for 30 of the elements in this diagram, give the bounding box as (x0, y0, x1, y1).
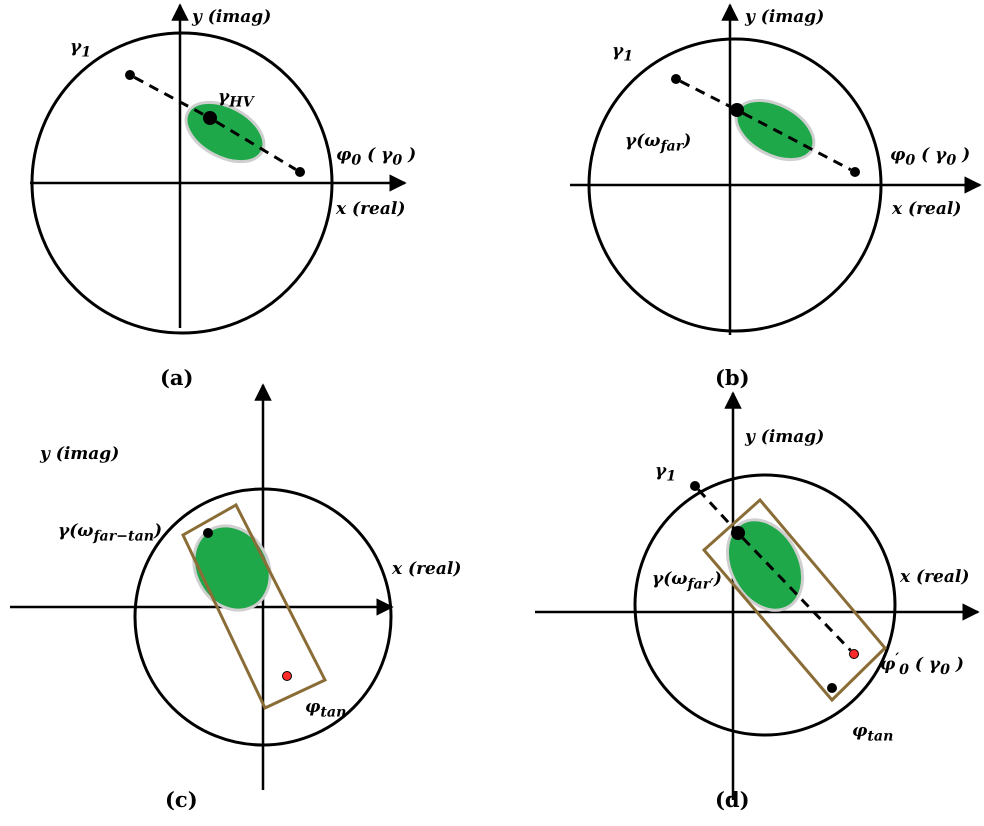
point-label: γ(ω$_{far−tan}$) (58, 522, 162, 545)
point-label: φ$_{tan}$ (852, 722, 894, 745)
point-label: γ$_{1}$ (70, 38, 92, 61)
dashed-line (680, 80, 732, 108)
axis-label: x (real) (336, 200, 406, 219)
axis-label: y (imag) (745, 8, 824, 27)
axis-label: y (imag) (40, 445, 120, 464)
dashed-line (215, 120, 296, 171)
point-label: φ$^{′}$$_{0}$ ( γ$_{0}$ ) (880, 652, 964, 679)
point-label: φ$_{tan}$ (305, 698, 346, 721)
point-label: γ$_{1}$ (612, 42, 634, 65)
dashed-line (742, 537, 852, 652)
axis-label: x (real) (892, 200, 962, 219)
dashed-line (697, 488, 734, 529)
dashed-line (742, 112, 852, 171)
axis-label: x (real) (392, 560, 462, 579)
axis-label: x (real) (900, 568, 970, 587)
axis-label: y (imag) (745, 428, 824, 447)
panel-caption: (a) (160, 366, 194, 390)
point-label: γ$_{HV}$ (218, 88, 254, 111)
point-label: γ(ω$_{far′}$) (652, 570, 722, 593)
axis-label: y (imag) (192, 8, 272, 27)
panel-caption: (c) (165, 788, 198, 812)
panel-caption: (d) (715, 788, 750, 812)
point-label: φ$_{0}$ ( γ$_{0}$ ) (890, 146, 970, 169)
point-label: φ$_{0}$ ( γ$_{0}$ ) (336, 146, 416, 169)
panel-caption: (b) (715, 366, 750, 390)
dashed-line (134, 76, 205, 116)
point-label: γ(ω$_{far}$) (625, 132, 692, 155)
point-label: γ$_{1}$ (655, 462, 676, 485)
